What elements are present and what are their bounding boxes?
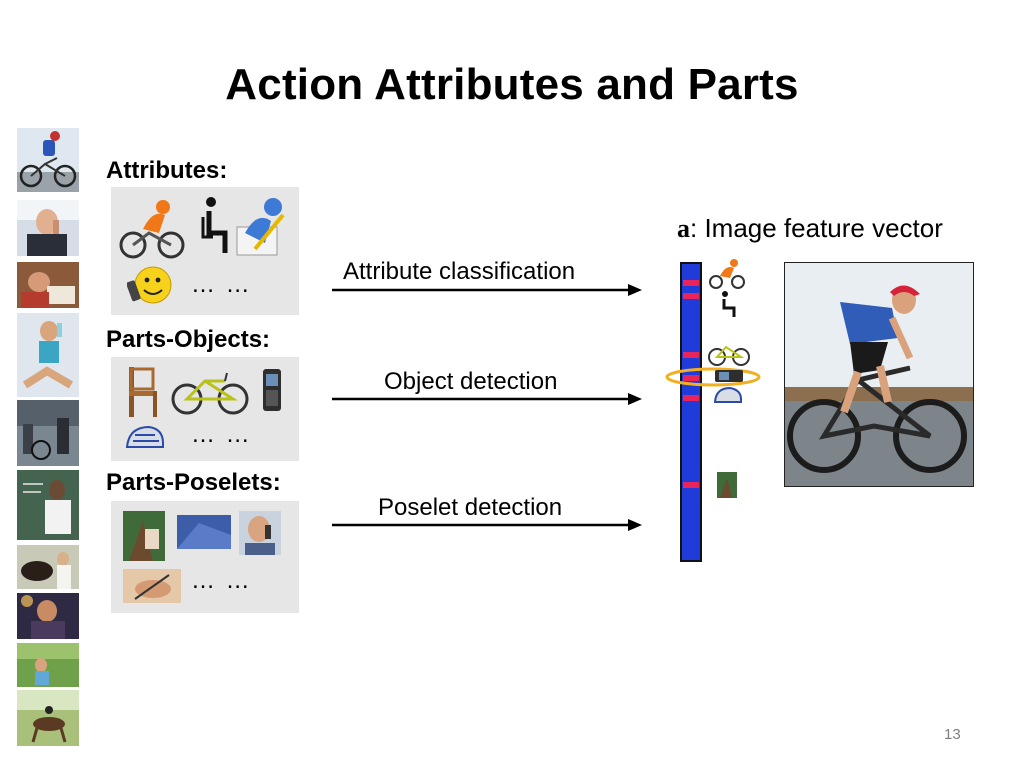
thumb-reading: [17, 262, 79, 308]
poselet-arrow: [330, 515, 645, 535]
slide-title: Action Attributes and Parts: [0, 60, 1024, 110]
poselet-patch-arm: [177, 515, 231, 549]
chair-icon: [123, 365, 163, 419]
thumb-man-phone: [17, 200, 79, 256]
cellphone-icon: [261, 367, 283, 413]
helmet-icon: [125, 423, 165, 453]
attributes-box: … …: [111, 187, 299, 315]
vector-poselet-patch: [717, 472, 737, 498]
feature-vector-bar: [660, 262, 770, 564]
feature-vector-symbol: a: [677, 214, 690, 243]
attributes-ellipsis: … …: [191, 271, 252, 299]
feature-vector-label: a: Image feature vector: [677, 213, 943, 244]
parts-poselets-box: … …: [111, 501, 299, 613]
thumb-fixing-bike: [17, 400, 79, 466]
thumb-horse-woman: [17, 545, 79, 589]
vector-sitting-person-icon: [716, 290, 740, 318]
parts-poselets-label: Parts-Poselets:: [106, 469, 281, 497]
feature-mark-3: [683, 352, 699, 358]
vector-helmet-icon: [713, 386, 743, 406]
poselets-ellipsis: … …: [191, 567, 252, 595]
feature-mark-4: [683, 375, 699, 381]
bicycle-icon: [171, 367, 251, 417]
poselet-patch-head-phone: [239, 511, 281, 555]
object-arrow: [330, 389, 645, 409]
phone-smiley-icon: [127, 263, 173, 307]
feature-mark-2: [683, 293, 699, 299]
thumb-smoking: [17, 593, 79, 639]
writing-person-icon: [235, 193, 291, 257]
feature-vector-text: : Image feature vector: [690, 213, 943, 243]
parts-objects-box: … …: [111, 357, 299, 461]
thumb-horse-rider: [17, 690, 79, 746]
feature-mark-5: [683, 395, 699, 401]
vector-cyclist-icon: [708, 258, 746, 290]
page-number: 13: [944, 726, 961, 743]
poselet-patch-legs: [123, 511, 165, 561]
thumb-cyclist: [17, 128, 79, 192]
vector-bicycle-icon: [708, 341, 750, 367]
poselet-patch-hand-writing: [123, 569, 181, 603]
sitting-person-icon: [197, 195, 231, 257]
thumb-drinking: [17, 313, 79, 397]
attribute-arrow: [330, 280, 645, 300]
vector-cellphone-icon: [714, 369, 744, 383]
attributes-label: Attributes:: [106, 157, 227, 185]
cyclist-icon: [119, 195, 185, 261]
cyclist-photo: [784, 262, 974, 487]
objects-ellipsis: … …: [191, 421, 252, 449]
feature-mark-6: [683, 482, 699, 488]
parts-objects-label: Parts-Objects:: [106, 326, 270, 354]
thumb-garden: [17, 643, 79, 687]
feature-mark-1: [683, 280, 699, 286]
thumb-teacher: [17, 470, 79, 540]
